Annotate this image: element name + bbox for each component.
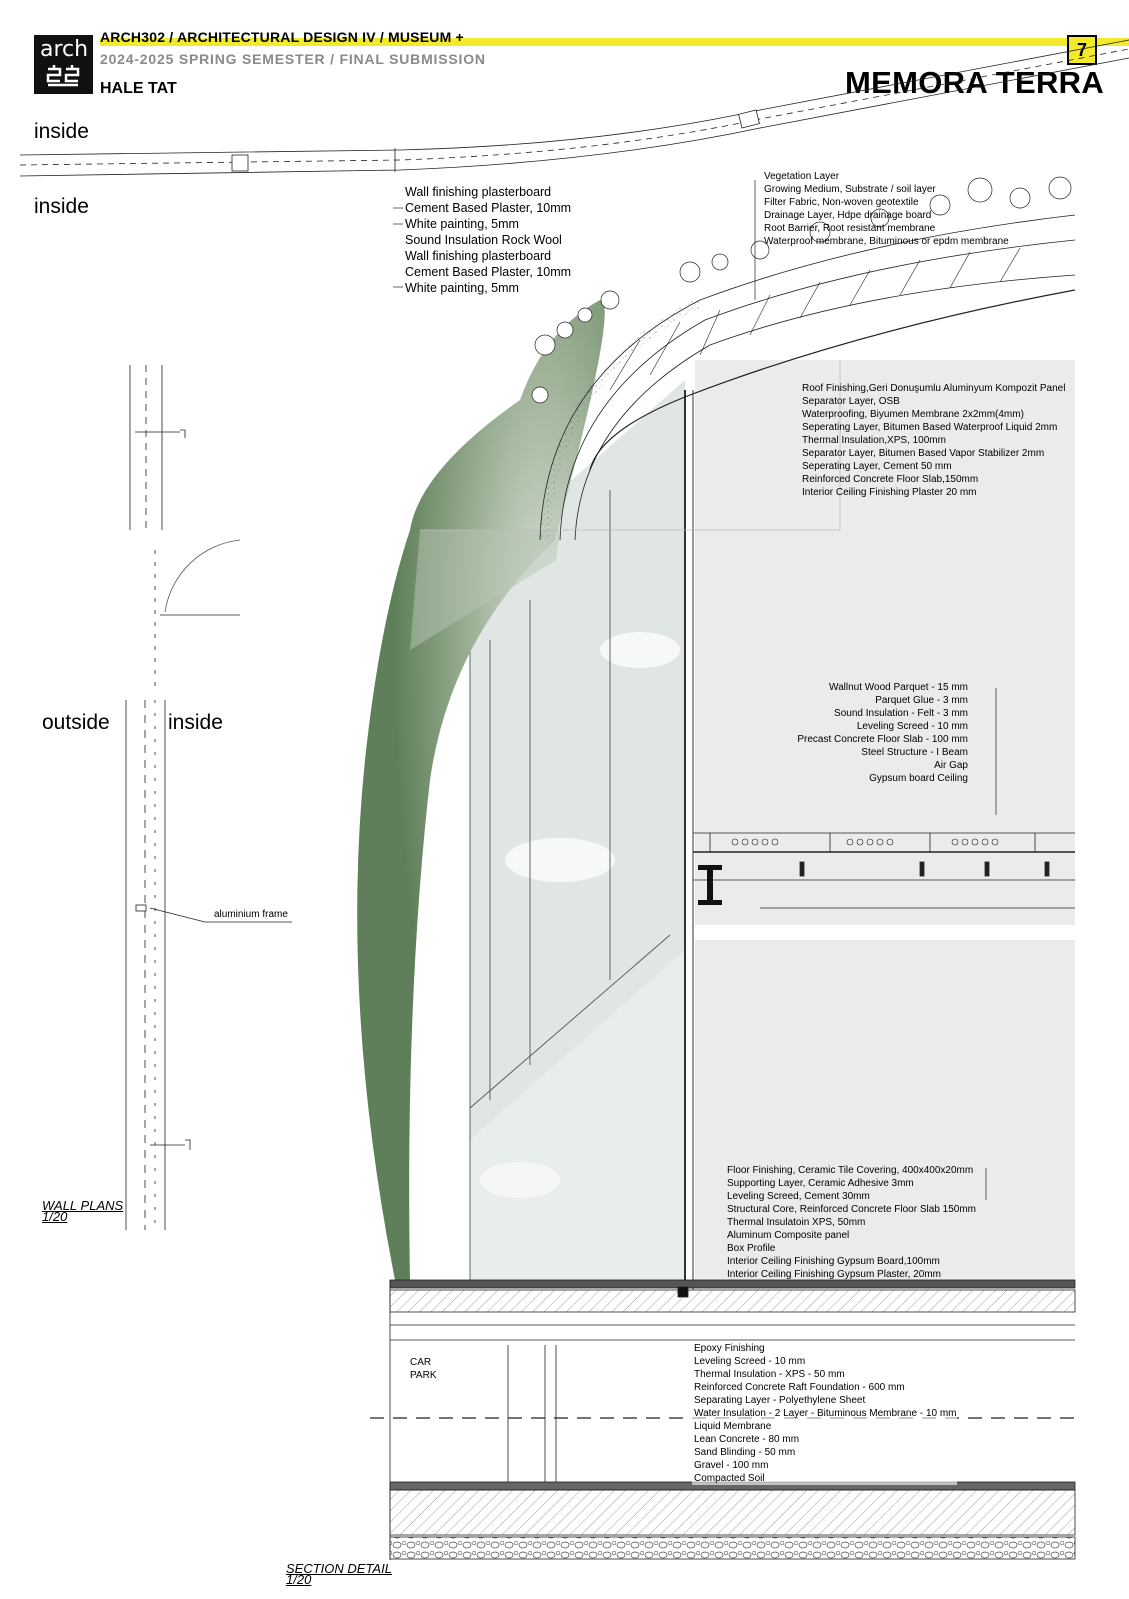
floor-slab-detail: [693, 832, 1075, 909]
label-aluminium-frame: aluminium frame: [214, 909, 288, 920]
floor-note: Sound Insulation - Felt - 3 mm: [834, 708, 968, 719]
green-roof-notes: Vegetation Layer Growing Medium, Substra…: [762, 170, 1009, 248]
arch-logo: arch: [34, 35, 93, 94]
ground-floor-note: Leveling Screed, Cement 30mm: [727, 1191, 870, 1202]
header-accent-bar: [100, 38, 1129, 46]
foundation-note: Separating Layer - Polyethylene Sheet: [694, 1395, 866, 1406]
ground-floor-note: Aluminum Composite panel: [727, 1230, 850, 1241]
green-roof-note: Drainage Layer, Hdpe drainage board: [764, 210, 932, 221]
logo-text: arch: [40, 37, 89, 62]
ground-slab: [370, 1279, 1080, 1560]
floor-note: Steel Structure - I Beam: [861, 747, 968, 758]
car-park-line: CAR: [410, 1357, 432, 1368]
section-title-text: SECTION DETAIL: [286, 1561, 392, 1576]
wall-note: Cement Based Plaster, 10mm: [405, 265, 572, 279]
foundation-note: Sand Blinding - 50 mm: [694, 1447, 796, 1458]
ground-floor-note: Structural Core, Reinforced Concrete Flo…: [727, 1204, 976, 1215]
roof-note: Interior Ceiling Finishing Plaster 20 mm: [802, 487, 977, 498]
wall-note: Sound Insulation Rock Wool: [405, 233, 562, 247]
roof-note: Separator Layer, OSB: [802, 396, 900, 407]
label-inside-mid: inside: [168, 711, 223, 734]
label-outside: outside: [42, 711, 110, 734]
foundation-notes: Epoxy Finishing Leveling Screed - 10 mm …: [692, 1342, 957, 1485]
vegetation-layer: [531, 176, 1072, 404]
wall-note: White painting, 5mm: [405, 281, 519, 295]
wall-note: White painting, 5mm: [405, 217, 519, 231]
roof-note: Thermal Insulation,XPS, 100mm: [802, 435, 946, 446]
floor-note: Air Gap: [934, 760, 968, 771]
ground-floor-note: Interior Ceiling Finishing Gypsum Board,…: [727, 1256, 940, 1267]
label-inside-top-2: inside: [34, 195, 89, 218]
ground-floor-notes: Floor Finishing, Ceramic Tile Covering, …: [725, 1164, 976, 1281]
semester-line: 2024-2025 SPRING SEMESTER / FINAL SUBMIS…: [100, 51, 486, 67]
roof-note: Seperating Layer, Cement 50 mm: [802, 461, 952, 472]
foundation-note: Compacted Soil: [694, 1473, 765, 1484]
wall-note: Cement Based Plaster, 10mm: [405, 201, 572, 215]
car-park-label: CAR PARK: [408, 1356, 437, 1382]
floor-note: Precast Concrete Floor Slab - 100 mm: [797, 734, 968, 745]
green-roof-note: Vegetation Layer: [764, 171, 840, 182]
foundation-note: Liquid Membrane: [694, 1421, 772, 1432]
ground-floor-note: Supporting Layer, Ceramic Adhesive 3mm: [727, 1178, 914, 1189]
page-number: 7: [1067, 35, 1097, 65]
logo-glyph-icon: [46, 65, 80, 87]
roof-note: Separator Layer, Bitumen Based Vapor Sta…: [802, 448, 1045, 459]
leader-lines: [393, 180, 997, 1200]
roof-note: Roof Finishing,Geri Donuşumlu Aluminyum …: [802, 383, 1066, 394]
floor-note: Parquet Glue - 3 mm: [875, 695, 968, 706]
glazing-panel: [469, 380, 694, 1290]
floor-note: Leveling Screed - 10 mm: [856, 721, 968, 732]
ground-floor-note: Interior Ceiling Finishing Gypsum Plaste…: [727, 1269, 941, 1280]
wall-notes: Wall finishing plasterboard Cement Based…: [403, 184, 571, 296]
roof-notes: Roof Finishing,Geri Donuşumlu Aluminyum …: [800, 382, 1065, 499]
foundation-note: Epoxy Finishing: [694, 1343, 765, 1354]
interior-wall-fill: [695, 360, 1075, 1280]
section-scale: 1/20: [286, 1572, 312, 1587]
green-roof-note: Filter Fabric, Non-woven geotextile: [764, 197, 919, 208]
wall-plans-title-text: WALL PLANS: [42, 1198, 124, 1213]
roof-note: Seperating Layer, Bitumen Based Waterpro…: [802, 422, 1058, 433]
floor-note: Gypsum board Ceiling: [869, 773, 968, 784]
ground-floor-note: Floor Finishing, Ceramic Tile Covering, …: [727, 1165, 974, 1176]
car-park-line: PARK: [410, 1370, 437, 1381]
foundation-note: Lean Concrete - 80 mm: [694, 1434, 800, 1445]
ground-floor-note: Box Profile: [727, 1243, 776, 1254]
roof-note: Waterproofing, Biyumen Membrane 2x2mm(4m…: [802, 409, 1024, 420]
wall-plan-vertical: [125, 365, 292, 1230]
roof-section: [420, 214, 1076, 541]
i-beam-icon: [698, 865, 722, 905]
ground-floor-note: Thermal Insulatoin XPS, 50mm: [727, 1217, 866, 1228]
foundation-note: Water Insulation - 2 Layer - Bituminous …: [694, 1408, 957, 1419]
wall-plan-top: [19, 39, 1129, 177]
course-title: ARCH302 / ARCHITECTURAL DESIGN IV / MUSE…: [100, 29, 464, 45]
foundation-note: Leveling Screed - 10 mm: [694, 1356, 806, 1367]
roof-note: Reinforced Concrete Floor Slab,150mm: [802, 474, 979, 485]
green-roof-note: Growing Medium, Substrate / soil layer: [764, 184, 936, 195]
green-roof-note: Waterproof membrane, Bituminous or epdm …: [764, 236, 1009, 247]
wall-plans-title: WALL PLANS 1/20: [42, 1198, 124, 1224]
green-roof-note: Root Barrier, Root resistant membrane: [764, 223, 936, 234]
wall-note: Wall finishing plasterboard: [405, 185, 552, 199]
label-inside-top-1: inside: [34, 120, 89, 143]
wall-plans-scale: 1/20: [42, 1209, 68, 1224]
author-name: HALE TAT: [100, 80, 177, 97]
wall-note: Wall finishing plasterboard: [405, 249, 552, 263]
foundation-note: Gravel - 100 mm: [694, 1460, 769, 1471]
section-detail-title: SECTION DETAIL 1/20: [286, 1561, 392, 1587]
floor-notes: Wallnut Wood Parquet - 15 mm Parquet Glu…: [760, 681, 968, 785]
foundation-note: Thermal Insulation - XPS - 50 mm: [694, 1369, 845, 1380]
foundation-note: Reinforced Concrete Raft Foundation - 60…: [694, 1382, 905, 1393]
floor-note: Wallnut Wood Parquet - 15 mm: [829, 682, 968, 693]
